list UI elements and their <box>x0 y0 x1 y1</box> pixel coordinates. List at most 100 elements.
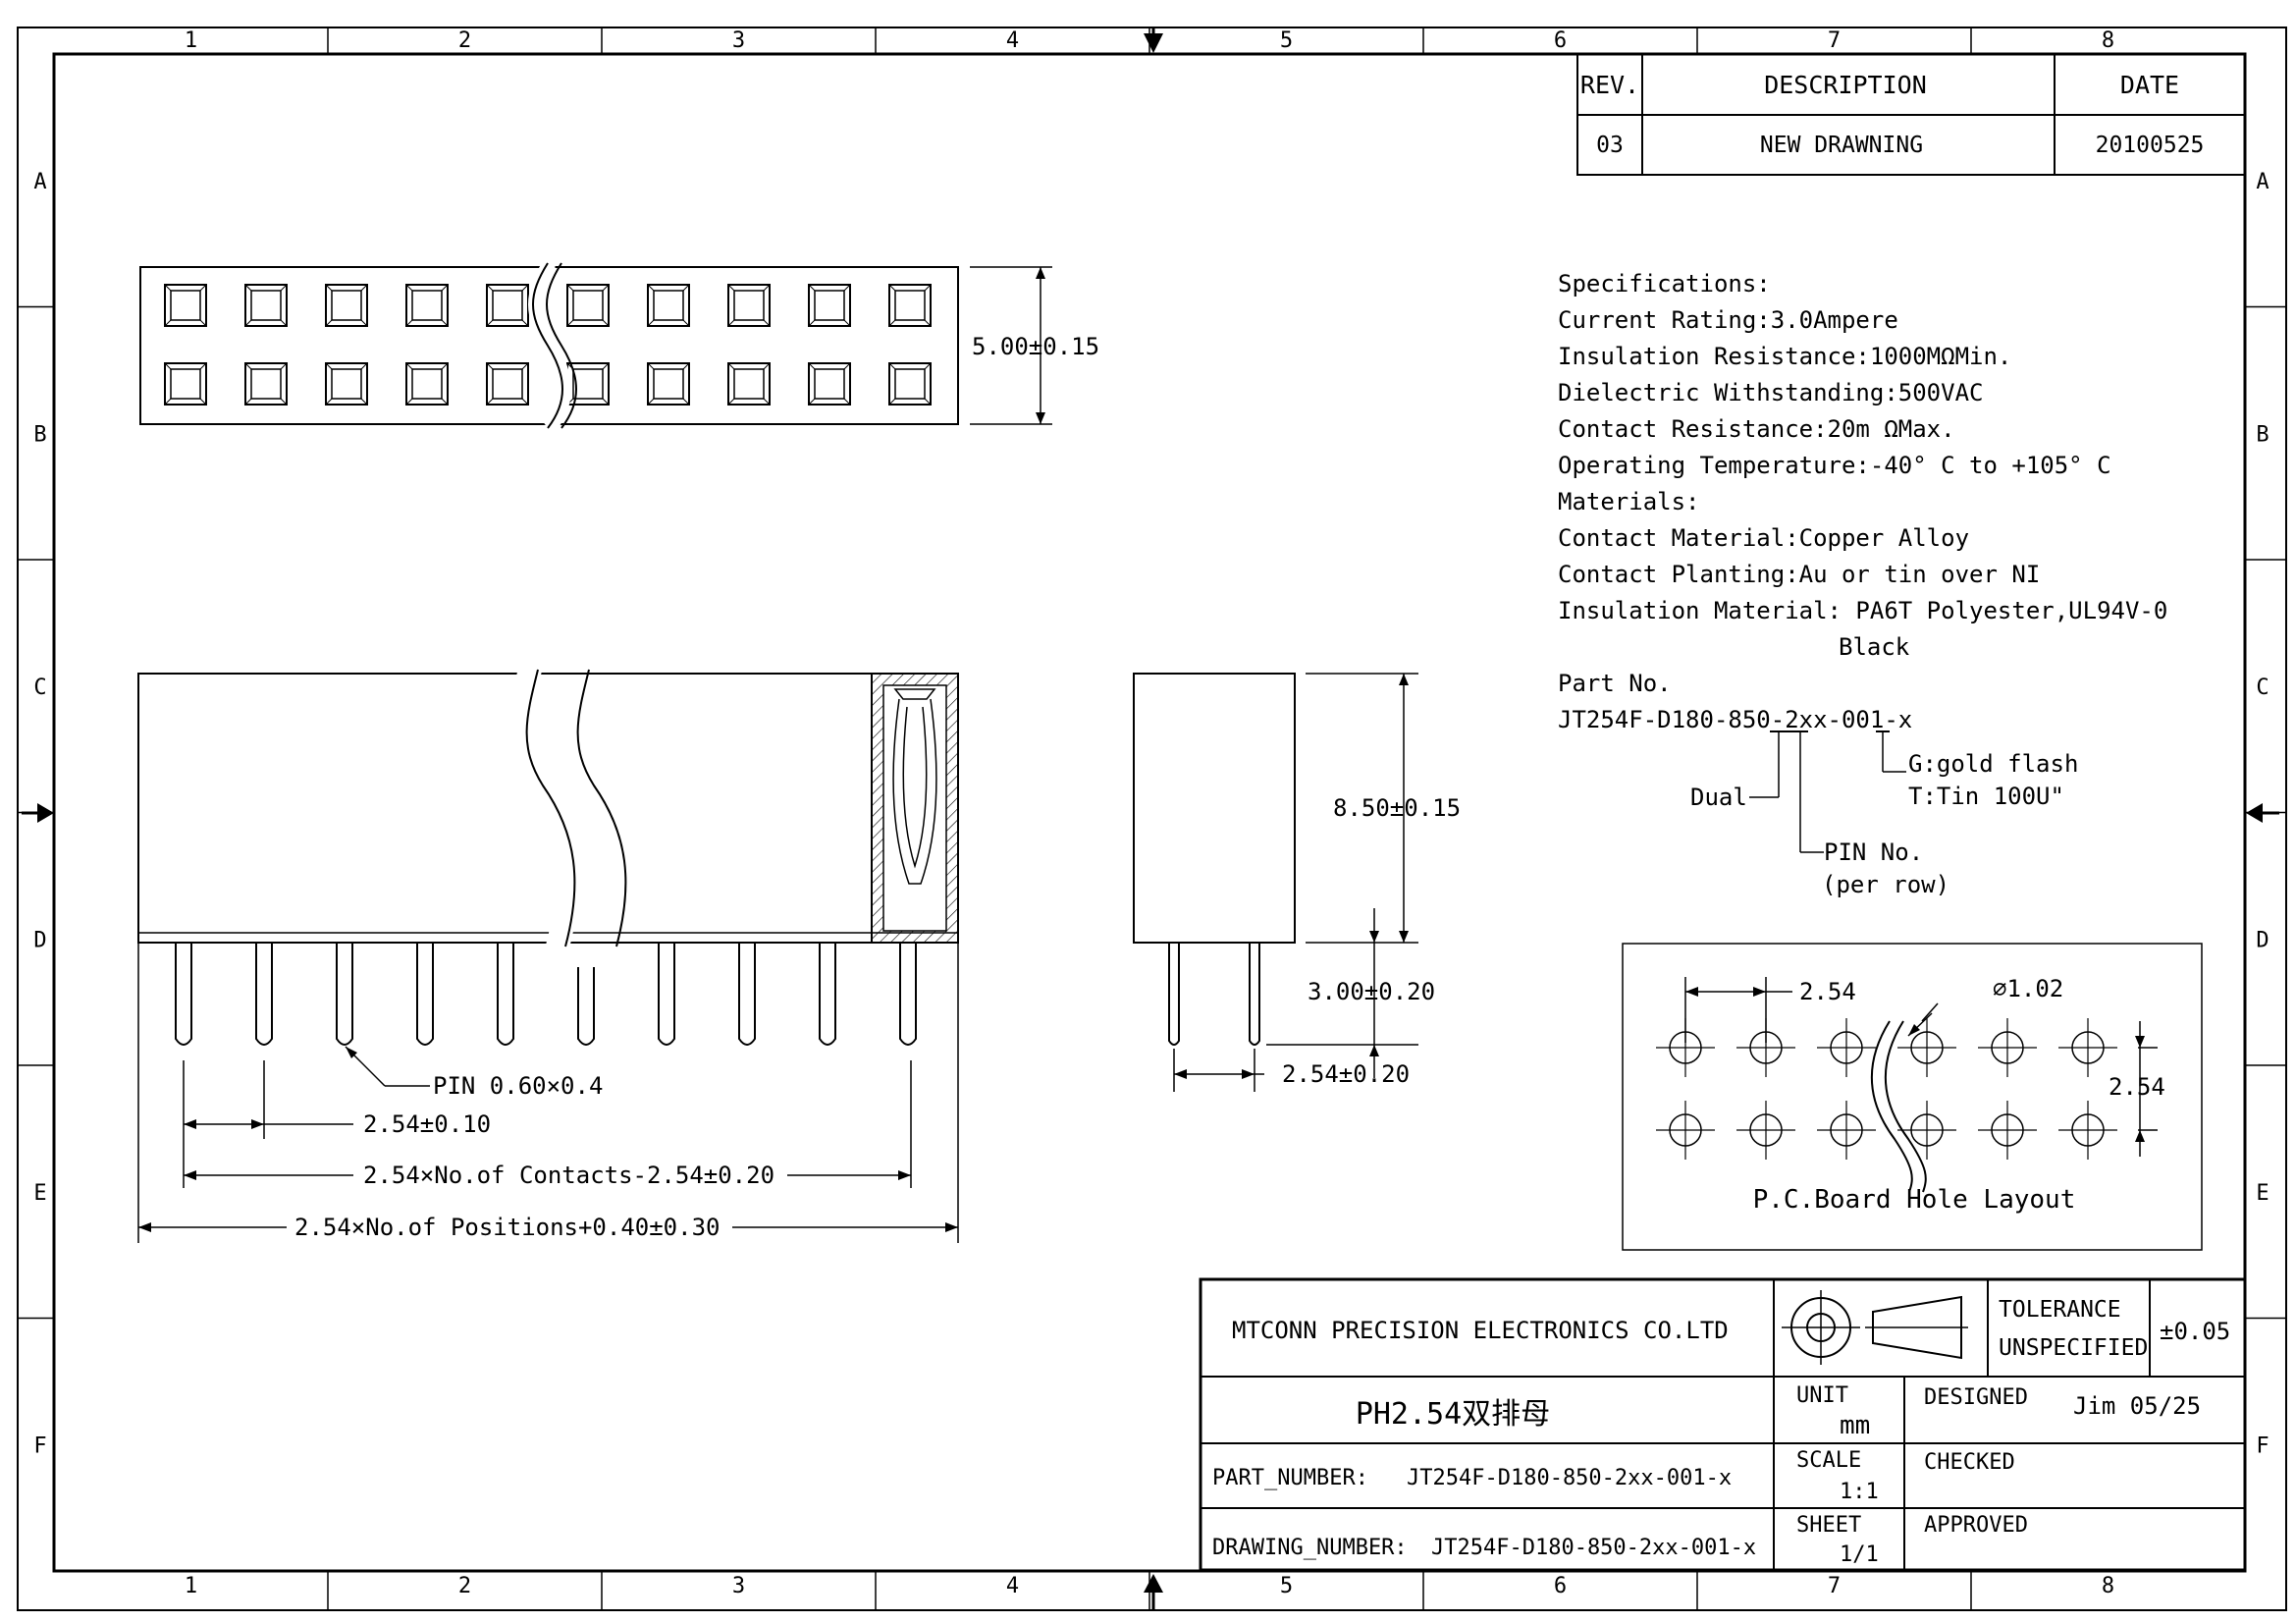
specifications: Specifications: Current Rating:3.0Ampere… <box>1558 270 2167 661</box>
zone-row-label: D <box>33 928 46 952</box>
zone-column-label: 2 <box>458 28 471 53</box>
zone-row-label: B <box>2256 422 2269 447</box>
zone-column-label: 7 <box>1828 28 1841 53</box>
zone-column-label: 8 <box>2102 28 2114 53</box>
pin-no-label: PIN No. <box>1824 839 1923 866</box>
zone-column-label: 2 <box>458 1574 471 1598</box>
side-tail-dim: 3.00±0.20 <box>1308 978 1435 1005</box>
pcb-hole <box>2058 1018 2117 1077</box>
zone-row-label: E <box>33 1181 46 1206</box>
zone-column-label: 1 <box>185 1574 197 1598</box>
pcb-hole <box>1978 1101 2037 1160</box>
approved-label: APPROVED <box>1924 1513 2028 1538</box>
gold-option: G:gold flash <box>1908 750 2078 778</box>
top-view: 5.00±0.15 <box>139 259 1099 433</box>
spec-line: Operating Temperature:-40° C to +105° C <box>1558 452 2111 479</box>
zone-column-label: 5 <box>1280 28 1293 53</box>
spec-line: Contact Material:Copper Alloy <box>1558 524 1969 552</box>
spec-line: Dielectric Withstanding:500VAC <box>1558 379 1983 406</box>
front-view: PIN 0.60×0.4 2.54±0.10 2.54×No.of Contac… <box>137 667 959 1243</box>
part-number-label: PART_NUMBER: <box>1212 1466 1368 1490</box>
contact-cavity <box>888 284 932 327</box>
revision-table: REV. DESCRIPTION DATE 03 NEW DRAWNING 20… <box>1576 53 2246 176</box>
projection-symbol <box>1782 1290 1968 1365</box>
zone-column-label: 6 <box>1554 28 1567 53</box>
spec-line: Current Rating:3.0Ampere <box>1558 306 1898 334</box>
sheet-label: SHEET <box>1796 1513 1861 1538</box>
contact-cavity <box>888 362 932 406</box>
tolerance-label-1: TOLERANCE <box>1999 1297 2121 1323</box>
front-pin <box>255 943 273 1046</box>
pcb-hole <box>1897 1018 1956 1077</box>
part-no-title: Part No. <box>1558 670 1672 697</box>
spec-line: Materials: <box>1558 488 1700 515</box>
contact-cavity <box>566 284 610 327</box>
contact-cavity <box>325 362 368 406</box>
contact-cavity <box>405 362 449 406</box>
pcb-hole-layout: 2.54 ∅1.02 2.54 P.C.Board Hole Layout <box>1622 943 2203 1251</box>
zone-row-label: B <box>33 422 46 447</box>
front-pin <box>658 943 675 1046</box>
center-arrow-right <box>2246 803 2263 823</box>
zone-row-label: A <box>2256 170 2269 194</box>
contact-cavity <box>405 284 449 327</box>
pcb-row-pitch: 2.54 <box>2109 1073 2165 1101</box>
zone-column-label: 3 <box>732 1574 745 1598</box>
front-pin <box>175 943 192 1046</box>
zone-column-label: 6 <box>1554 1574 1567 1598</box>
product-name: PH2.54双排母 <box>1356 1397 1550 1432</box>
spec-line: Specifications: <box>1558 270 1771 298</box>
designed-label: DESIGNED <box>1924 1385 2028 1410</box>
front-pin <box>819 943 836 1046</box>
pcb-hole <box>1736 1101 1795 1160</box>
per-row-label: (per row) <box>1822 871 1949 898</box>
zone-row-label: C <box>2256 676 2269 700</box>
front-pin <box>577 967 595 1046</box>
rev-value: 03 <box>1596 133 1624 158</box>
unit-label: UNIT <box>1796 1383 1848 1408</box>
company-name: MTCONN PRECISION ELECTRONICS CO.LTD <box>1232 1317 1729 1344</box>
spec-line: Contact Planting:Au or tin over NI <box>1558 561 2040 588</box>
pin-note: PIN 0.60×0.4 <box>433 1072 603 1100</box>
date-value: 20100525 <box>2096 133 2205 158</box>
scale-label: SCALE <box>1796 1448 1861 1473</box>
spec-line: Insulation Resistance:1000MΩMin. <box>1558 343 2011 370</box>
side-view: 8.50±0.15 3.00±0.20 2.54±0.20 <box>1133 673 1461 1092</box>
pcb-hole <box>2058 1101 2117 1160</box>
zone-column-label: 7 <box>1828 1574 1841 1598</box>
part-number-callout: Part No. JT254F-D180-850-2xx-001-x Dual … <box>1558 670 2078 898</box>
top-height-dim: 5.00±0.15 <box>972 333 1099 360</box>
zone-column-label: 4 <box>1006 28 1019 53</box>
center-arrow-bottom <box>1144 1574 1163 1593</box>
description-value: NEW DRAWNING <box>1760 133 1923 158</box>
zone-column-label: 1 <box>185 28 197 53</box>
center-arrow-top <box>1144 33 1163 53</box>
unit-value: mm <box>1840 1411 1870 1440</box>
pcb-hole <box>1978 1018 2037 1077</box>
contact-cavity <box>808 362 851 406</box>
contact-cavity <box>164 362 207 406</box>
pcb-layout-title: P.C.Board Hole Layout <box>1753 1185 2076 1215</box>
contact-cavity <box>164 284 207 327</box>
side-height-dim: 8.50±0.15 <box>1333 794 1461 822</box>
contact-cavity <box>486 362 529 406</box>
zone-row-label: F <box>2256 1434 2269 1458</box>
zone-row-label: D <box>2256 928 2269 952</box>
part-no-code: JT254F-D180-850-2xx-001-x <box>1558 706 1912 733</box>
dual-label: Dual <box>1690 784 1747 811</box>
front-contacts-dim: 2.54×No.of Contacts-2.54±0.20 <box>363 1162 774 1189</box>
zone-row-label: E <box>2256 1181 2269 1206</box>
tolerance-label-2: UNSPECIFIED <box>1999 1335 2148 1361</box>
zone-column-label: 8 <box>2102 1574 2114 1598</box>
front-pitch-dim: 2.54±0.10 <box>363 1110 491 1138</box>
contact-cavity <box>486 284 529 327</box>
pcb-hole <box>1656 1101 1715 1160</box>
title-block: MTCONN PRECISION ELECTRONICS CO.LTD TOLE… <box>1199 1277 2247 1572</box>
contact-cavity <box>244 362 288 406</box>
front-pin <box>738 943 756 1046</box>
designed-value: Jim 05/25 <box>2073 1392 2201 1420</box>
spec-line: Black <box>1839 633 1910 661</box>
center-arrow-left <box>37 803 54 823</box>
zone-row-label: C <box>33 676 46 700</box>
